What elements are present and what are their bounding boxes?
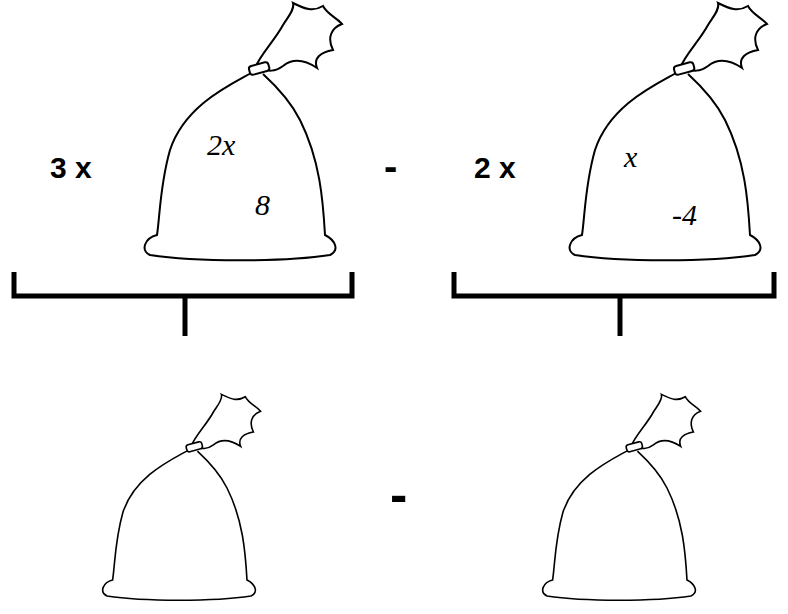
empty-bag: [103, 394, 261, 600]
bag-term: -4: [672, 200, 697, 230]
bag-term: x: [624, 142, 637, 172]
empty-bag: [543, 394, 701, 600]
bag-outline: [560, 0, 770, 270]
bracket: [14, 272, 774, 336]
bag-term: 8: [255, 190, 270, 220]
minus-sign: -: [384, 146, 397, 186]
bag-outline: [135, 0, 345, 270]
bag: 2x 8: [135, 0, 345, 270]
minus-sign: -: [390, 468, 407, 520]
multiplier: 2 x: [474, 153, 516, 183]
multiplier: 3 x: [50, 153, 92, 183]
bag-term: 2x: [207, 130, 235, 160]
bag: x -4: [560, 0, 770, 270]
